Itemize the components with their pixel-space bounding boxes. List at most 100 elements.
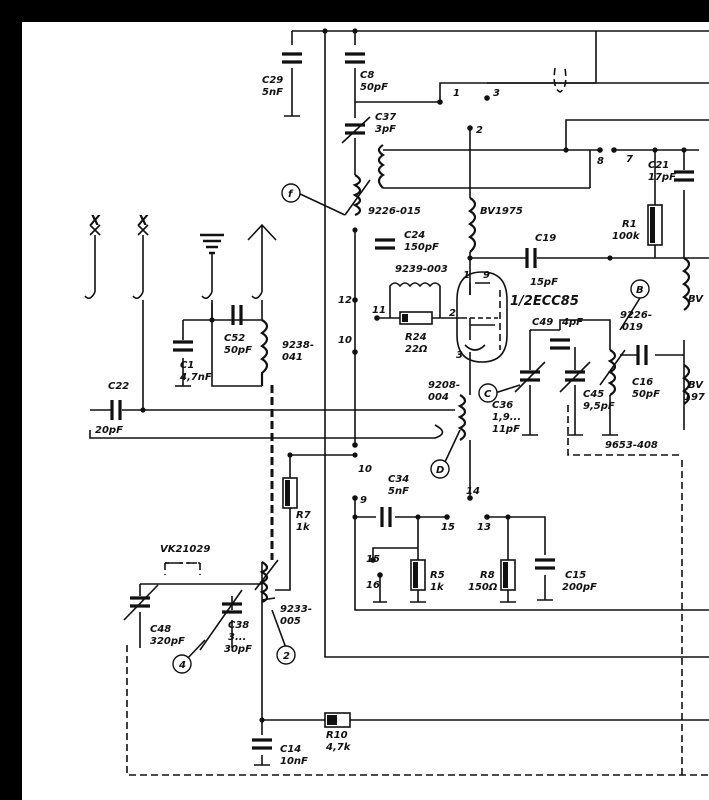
label-bv1975: BV1975	[480, 206, 523, 217]
label-c8: C8	[360, 70, 374, 81]
label-c37: C37	[375, 112, 396, 123]
value-c22: 20pF	[95, 425, 123, 436]
value-c36-range: 1,9...	[492, 412, 521, 423]
labels: C29 5nF C8 50pF C37 3pF C24 150pF 9226-0…	[89, 70, 705, 767]
value-c19: 15pF	[530, 277, 558, 288]
value-r7: 1k	[296, 522, 311, 533]
node-15b: 15	[366, 554, 380, 565]
pin-2: 2	[449, 308, 456, 319]
label-c1: C1	[180, 360, 194, 371]
value-r1: 100k	[612, 231, 641, 242]
node-13: 13	[477, 522, 491, 533]
value-r8: 150Ω	[468, 582, 498, 593]
label-c19: C19	[535, 233, 556, 244]
value-c21: 17pF	[648, 172, 676, 183]
value-c14: 10nF	[280, 756, 308, 767]
label-tube: 1/2ECC85	[510, 294, 579, 309]
label-r1: R1	[622, 219, 637, 230]
label-c36: C36	[492, 400, 513, 411]
label-c24: C24	[404, 230, 425, 241]
label-antenna-x2: X	[137, 214, 149, 229]
value-r24: 22Ω	[405, 344, 428, 355]
label-r8: R8	[480, 570, 495, 581]
label-r10: R10	[326, 730, 348, 741]
value-c38: 30pF	[224, 644, 252, 655]
label-9238-b: 041	[282, 352, 303, 363]
label-bv-right-3: 197	[684, 392, 705, 403]
value-c36: 11pF	[492, 424, 520, 435]
label-c48: C48	[150, 624, 171, 635]
value-r5: 1k	[430, 582, 445, 593]
label-9208: 9208-	[428, 380, 460, 391]
label-c49: C49	[532, 317, 553, 328]
label-c22: C22	[108, 381, 129, 392]
label-9239-003: 9239-003	[395, 264, 448, 275]
value-c48: 320pF	[150, 636, 185, 647]
junctions	[140, 28, 687, 723]
capacitors	[110, 52, 694, 750]
value-c52: 50pF	[224, 345, 252, 356]
label-c34: C34	[388, 474, 409, 485]
label-9653-408: 9653-408	[605, 440, 658, 451]
node-16: 16	[366, 580, 380, 591]
label-c45: C45	[583, 389, 604, 400]
value-r10: 4,7k	[325, 742, 352, 753]
node-8: 8	[597, 156, 604, 167]
value-c16: 50pF	[632, 389, 660, 400]
value-c29: 5nF	[262, 87, 283, 98]
label-c14: C14	[280, 744, 301, 755]
label-9226-015: 9226-015	[368, 206, 421, 217]
callouts	[172, 183, 650, 674]
node-9: 9	[360, 495, 367, 506]
node-14: 14	[466, 486, 480, 497]
callout-c: C	[484, 389, 492, 400]
value-c1: 4,7nF	[179, 372, 212, 383]
label-vk21029: VK21029	[160, 544, 210, 555]
label-r24: R24	[405, 332, 427, 343]
label-9226: 9226-	[620, 310, 652, 321]
callout-2: 2	[283, 651, 290, 662]
tube-ecc85	[456, 271, 508, 363]
label-9233: 9233-	[280, 604, 312, 615]
inductors	[254, 144, 691, 604]
value-c8: 50pF	[360, 82, 388, 93]
node-7: 7	[626, 154, 633, 165]
label-c15: C15	[565, 570, 586, 581]
node-12: 12	[338, 295, 352, 306]
callout-d: D	[436, 465, 444, 476]
label-r5: R5	[430, 570, 445, 581]
label-9233-b: 005	[280, 616, 301, 627]
callout-b: B	[636, 285, 644, 296]
value-c49: 4pF	[561, 317, 583, 328]
value-c38-range: 3...	[228, 632, 246, 643]
label-c52: C52	[224, 333, 245, 344]
label-c21: C21	[648, 160, 669, 171]
pin-3: 3	[456, 350, 463, 361]
resistors	[282, 204, 663, 728]
antenna-symbols	[89, 223, 277, 270]
node-11: 11	[372, 305, 386, 316]
label-r7: R7	[296, 510, 311, 521]
label-antenna-x1: X	[89, 214, 101, 229]
label-c16: C16	[632, 377, 653, 388]
node-10: 10	[338, 335, 352, 346]
label-bv-right-2: BV	[688, 380, 704, 391]
value-c37: 3pF	[375, 124, 396, 135]
label-9238: 9238-	[282, 340, 314, 351]
pin-9: 9	[483, 270, 490, 281]
label-c38: C38	[228, 620, 249, 631]
node-3: 3	[493, 88, 500, 99]
label-bv-right: BV	[688, 294, 704, 305]
value-c15: 200pF	[562, 582, 597, 593]
node-15: 15	[441, 522, 455, 533]
dashed-shields	[126, 67, 709, 776]
node-1: 1	[453, 88, 460, 99]
callout-4: 4	[178, 660, 186, 671]
label-9208-b: 004	[428, 392, 449, 403]
schematic-sheet	[22, 22, 709, 800]
pin-1: 1	[463, 270, 470, 281]
label-c29: C29	[262, 75, 283, 86]
label-9226-b: 019	[622, 322, 643, 333]
